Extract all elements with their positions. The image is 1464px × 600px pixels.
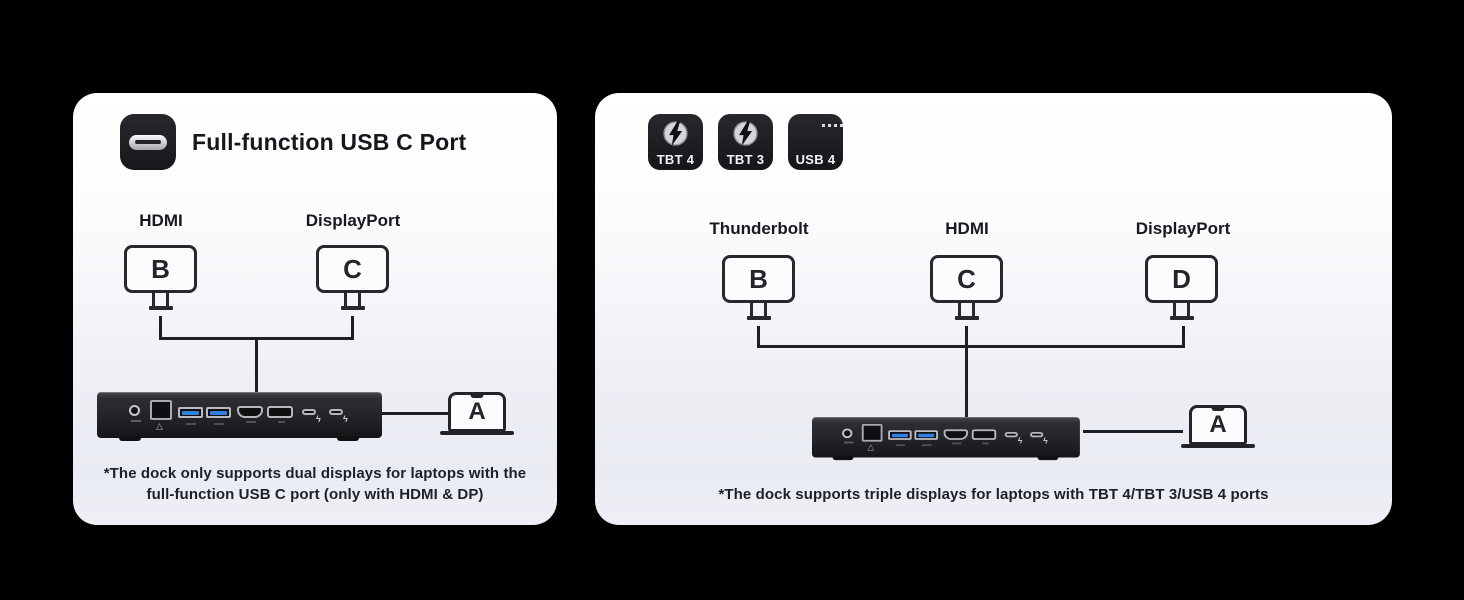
usb-c-connector-shape <box>129 134 167 150</box>
monitor-base <box>1169 316 1194 320</box>
ethernet-port <box>861 424 883 452</box>
port-label-hdmi: HDMI <box>139 211 183 230</box>
connector-line <box>1083 430 1183 433</box>
usb-c-mode-card: Full-function USB C Port HDMI DisplayPor… <box>73 93 557 525</box>
tbt3-badge: TBT 3 <box>718 114 773 170</box>
monitor-b: B <box>124 245 197 310</box>
monitor-stand <box>958 303 975 316</box>
dock-foot <box>119 436 141 441</box>
monitor-screen: C <box>316 245 389 293</box>
thunderbolt-mode-card: TBT 4 TBT 3 USB 4 Thunderbolt HDMI Displ… <box>595 93 1392 525</box>
monitor-b: B <box>722 255 795 320</box>
connector-line <box>159 316 162 338</box>
footnote: *The dock supports triple displays for l… <box>595 484 1392 505</box>
usb-a-port <box>888 430 912 447</box>
monitor-stand <box>344 293 361 306</box>
thunderbolt-port <box>329 409 348 424</box>
port-label-displayport: DisplayPort <box>1135 219 1231 238</box>
monitor-screen: B <box>722 255 795 303</box>
dock-foot <box>337 436 359 441</box>
laptop-screen: A <box>1189 405 1247 445</box>
connector-line <box>1182 326 1185 348</box>
footnote-line-1: *The dock supports triple displays for l… <box>718 486 1269 503</box>
connector-line <box>757 326 760 348</box>
port-label-hdmi: HDMI <box>945 219 989 238</box>
footnote-line-2: full-function USB C port (only with HDMI… <box>146 486 484 503</box>
monitor-letter: C <box>957 264 976 294</box>
monitor-letter: B <box>151 254 170 284</box>
hdmi-port <box>943 429 969 445</box>
usb-c-port-icon <box>120 114 176 170</box>
laptop-screen: A <box>448 392 506 432</box>
laptop-a: A <box>440 392 514 435</box>
monitor-letter: B <box>749 264 768 294</box>
monitor-screen: C <box>930 255 1003 303</box>
monitor-stand <box>750 303 767 316</box>
monitor-screen: D <box>1145 255 1218 303</box>
thunderbolt-port <box>302 409 321 424</box>
connector-line <box>757 345 1185 348</box>
footnote-line-1: *The dock only supports dual displays fo… <box>103 465 527 482</box>
dock-body <box>812 417 1080 458</box>
monitor-base <box>340 306 365 310</box>
displayport-port <box>971 429 997 445</box>
badge-label: TBT 4 <box>656 152 695 167</box>
power-button <box>842 428 854 444</box>
docking-station <box>812 417 1080 461</box>
dock-foot <box>832 455 854 461</box>
monitor-c: C <box>930 255 1003 320</box>
displayport-port <box>267 406 293 423</box>
monitor-base <box>746 316 771 320</box>
tbt4-badge: TBT 4 <box>648 114 703 170</box>
connector-line <box>351 316 354 338</box>
laptop-a: A <box>1181 405 1255 448</box>
monitor-d: D <box>1145 255 1218 320</box>
laptop-letter: A <box>468 398 486 425</box>
monitor-screen: B <box>124 245 197 293</box>
monitor-stand <box>1173 303 1190 316</box>
dock-foot <box>1037 455 1059 461</box>
usb4-badge: USB 4 <box>788 114 843 170</box>
hdmi-port <box>237 406 263 423</box>
laptop-camera-notch <box>1211 407 1225 411</box>
laptop-base <box>1181 444 1255 448</box>
port-label-thunderbolt: Thunderbolt <box>709 219 809 238</box>
badge-label: TBT 3 <box>726 152 765 167</box>
monitor-base <box>148 306 173 310</box>
thunderbolt-icon <box>732 120 759 147</box>
monitor-c: C <box>316 245 389 310</box>
laptop-letter: A <box>1209 411 1227 438</box>
usb-a-port <box>914 430 938 447</box>
monitor-base <box>954 316 979 320</box>
dock-body <box>97 392 382 438</box>
monitor-letter: C <box>343 254 362 284</box>
badge-label: USB 4 <box>795 152 836 167</box>
port-label-displayport: DisplayPort <box>305 211 401 230</box>
monitor-stand <box>152 293 169 306</box>
usb-a-port <box>206 407 231 425</box>
card-title: Full-function USB C Port <box>192 129 467 155</box>
thunderbolt-port <box>1004 431 1022 445</box>
ethernet-port <box>150 400 172 432</box>
connector-line <box>382 412 448 415</box>
laptop-camera-notch <box>470 394 484 398</box>
laptop-base <box>440 431 514 435</box>
connector-line <box>965 326 968 417</box>
monitor-letter: D <box>1172 264 1191 294</box>
footnote: *The dock only supports dual displays fo… <box>73 463 557 505</box>
thunderbolt-icon <box>662 120 689 147</box>
connector-line <box>255 337 258 394</box>
docking-station <box>97 392 382 442</box>
thunderbolt-port <box>1030 431 1048 445</box>
power-button <box>129 405 141 422</box>
usb-a-port <box>178 407 203 425</box>
